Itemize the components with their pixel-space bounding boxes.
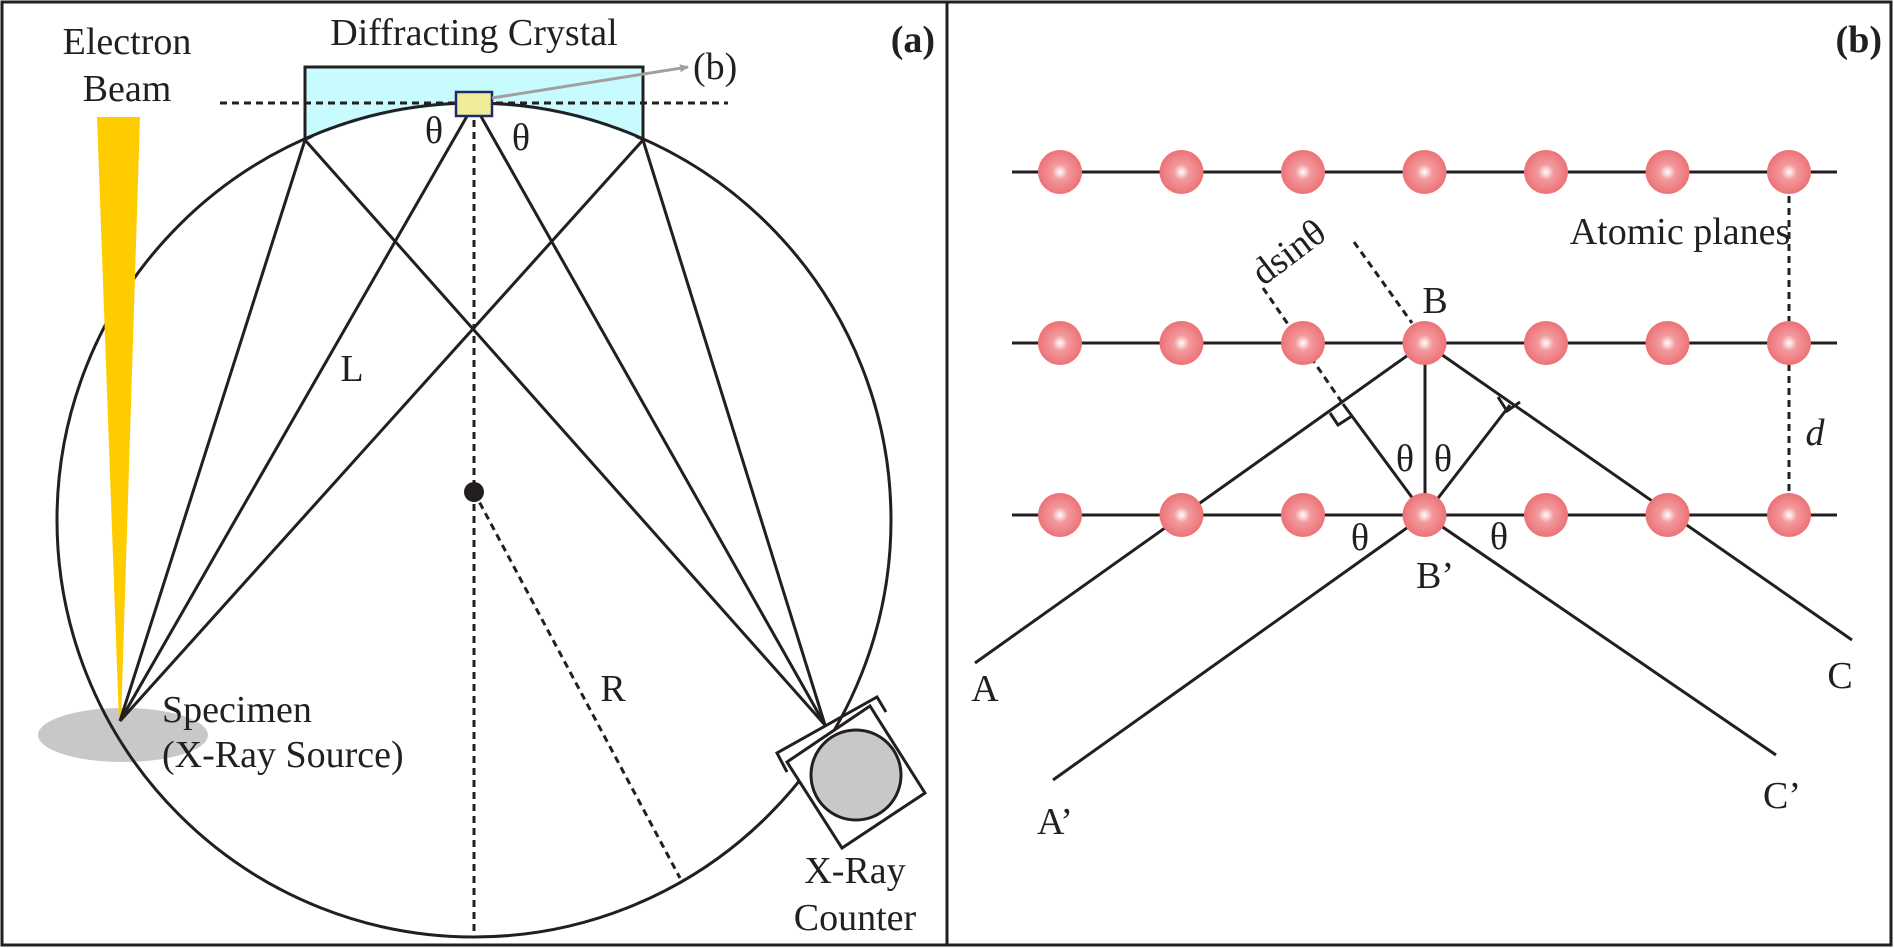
theta-label-left: θ [425, 110, 443, 152]
point-B-label: B [1422, 280, 1447, 322]
ray-specimen-center [118, 103, 476, 722]
theta-label-incident-normal: θ [1396, 438, 1414, 480]
atom [1159, 493, 1204, 537]
reflected-ray-B-prime-C-prime [1424, 513, 1777, 757]
detail-arrow [491, 64, 689, 100]
crystal-detail-box[interactable] [454, 90, 494, 118]
panel-b-reference-label: (b) [693, 46, 737, 88]
panel-b-tag: (b) [1836, 19, 1882, 61]
atom [1038, 150, 1082, 194]
theta-label-incident-plane: θ [1351, 517, 1369, 559]
specimen-label-line2: (X-Ray Source) [162, 734, 404, 776]
atom [1038, 321, 1082, 365]
panel-a: Electron Beam Diffracting Crystal (b) (a… [38, 12, 935, 939]
ray-specimen-left [118, 139, 307, 722]
panel-a-tag: (a) [891, 19, 935, 61]
atom [1767, 493, 1811, 537]
dsin-dotted-line-2 [1352, 241, 1414, 324]
counter-label-line1: X-Ray [804, 850, 905, 892]
atom [1402, 493, 1447, 537]
specimen-label-line1: Specimen [162, 689, 312, 731]
atom [1767, 150, 1811, 194]
right-angle-marker-left [1328, 412, 1353, 428]
atom [1402, 150, 1447, 194]
incident-ray-A-B [974, 341, 1426, 665]
L-label: L [340, 348, 363, 390]
atoms [1038, 150, 1811, 537]
atom [1038, 493, 1082, 537]
R-label: R [600, 668, 626, 710]
atom [1524, 150, 1568, 194]
electron-beam [97, 117, 140, 722]
atom [1281, 493, 1325, 537]
electron-beam-label-line1: Electron [63, 21, 192, 63]
theta-label-reflected-plane: θ [1490, 516, 1508, 558]
atom [1524, 321, 1568, 365]
ray-detector-left [303, 139, 827, 726]
radius-dotted-line [472, 491, 682, 879]
diffracting-crystal-label: Diffracting Crystal [330, 12, 617, 54]
circle-center-dot [464, 482, 484, 502]
detector-window [809, 728, 903, 822]
point-A-label: A [971, 668, 999, 710]
right-angle-marker-right [1496, 396, 1521, 414]
ray-detector-right [641, 139, 827, 726]
perpendicular-right [1423, 404, 1512, 516]
atom [1645, 150, 1690, 194]
electron-beam-label-line2: Beam [83, 68, 172, 110]
atom [1767, 321, 1811, 365]
x-ray-counter [774, 694, 928, 851]
atom [1159, 321, 1204, 365]
perpendicular-left [1341, 403, 1427, 516]
atom [1524, 493, 1568, 537]
incident-ray-A-prime-B-prime [1052, 513, 1426, 782]
atom [1645, 493, 1690, 537]
theta-label-reflected-normal: θ [1434, 438, 1452, 480]
point-C-prime-label: C’ [1763, 775, 1801, 817]
reflected-ray-B-C [1424, 341, 1853, 642]
point-C-label: C [1827, 655, 1852, 697]
panel-b: (b) Atomic planes dsinθ d A A’ B B’ C C’ [971, 19, 1882, 843]
counter-label-line2: Counter [794, 897, 917, 939]
theta-label-right: θ [512, 117, 530, 159]
specimen-disk [38, 708, 208, 762]
atom [1281, 321, 1325, 365]
point-A-prime-label: A’ [1037, 801, 1073, 843]
atom [1645, 321, 1690, 365]
atom [1402, 321, 1447, 365]
atom [1281, 150, 1325, 194]
atom [1159, 150, 1204, 194]
detector-slit-bracket [774, 694, 888, 773]
d-spacing-label: d [1806, 412, 1826, 454]
ray-detector-center [472, 103, 827, 726]
dsin-theta-label: dsinθ [1244, 211, 1334, 294]
ray-specimen-right [118, 138, 645, 723]
point-B-prime-label: B’ [1416, 555, 1454, 597]
atomic-planes-label: Atomic planes [1570, 211, 1791, 253]
